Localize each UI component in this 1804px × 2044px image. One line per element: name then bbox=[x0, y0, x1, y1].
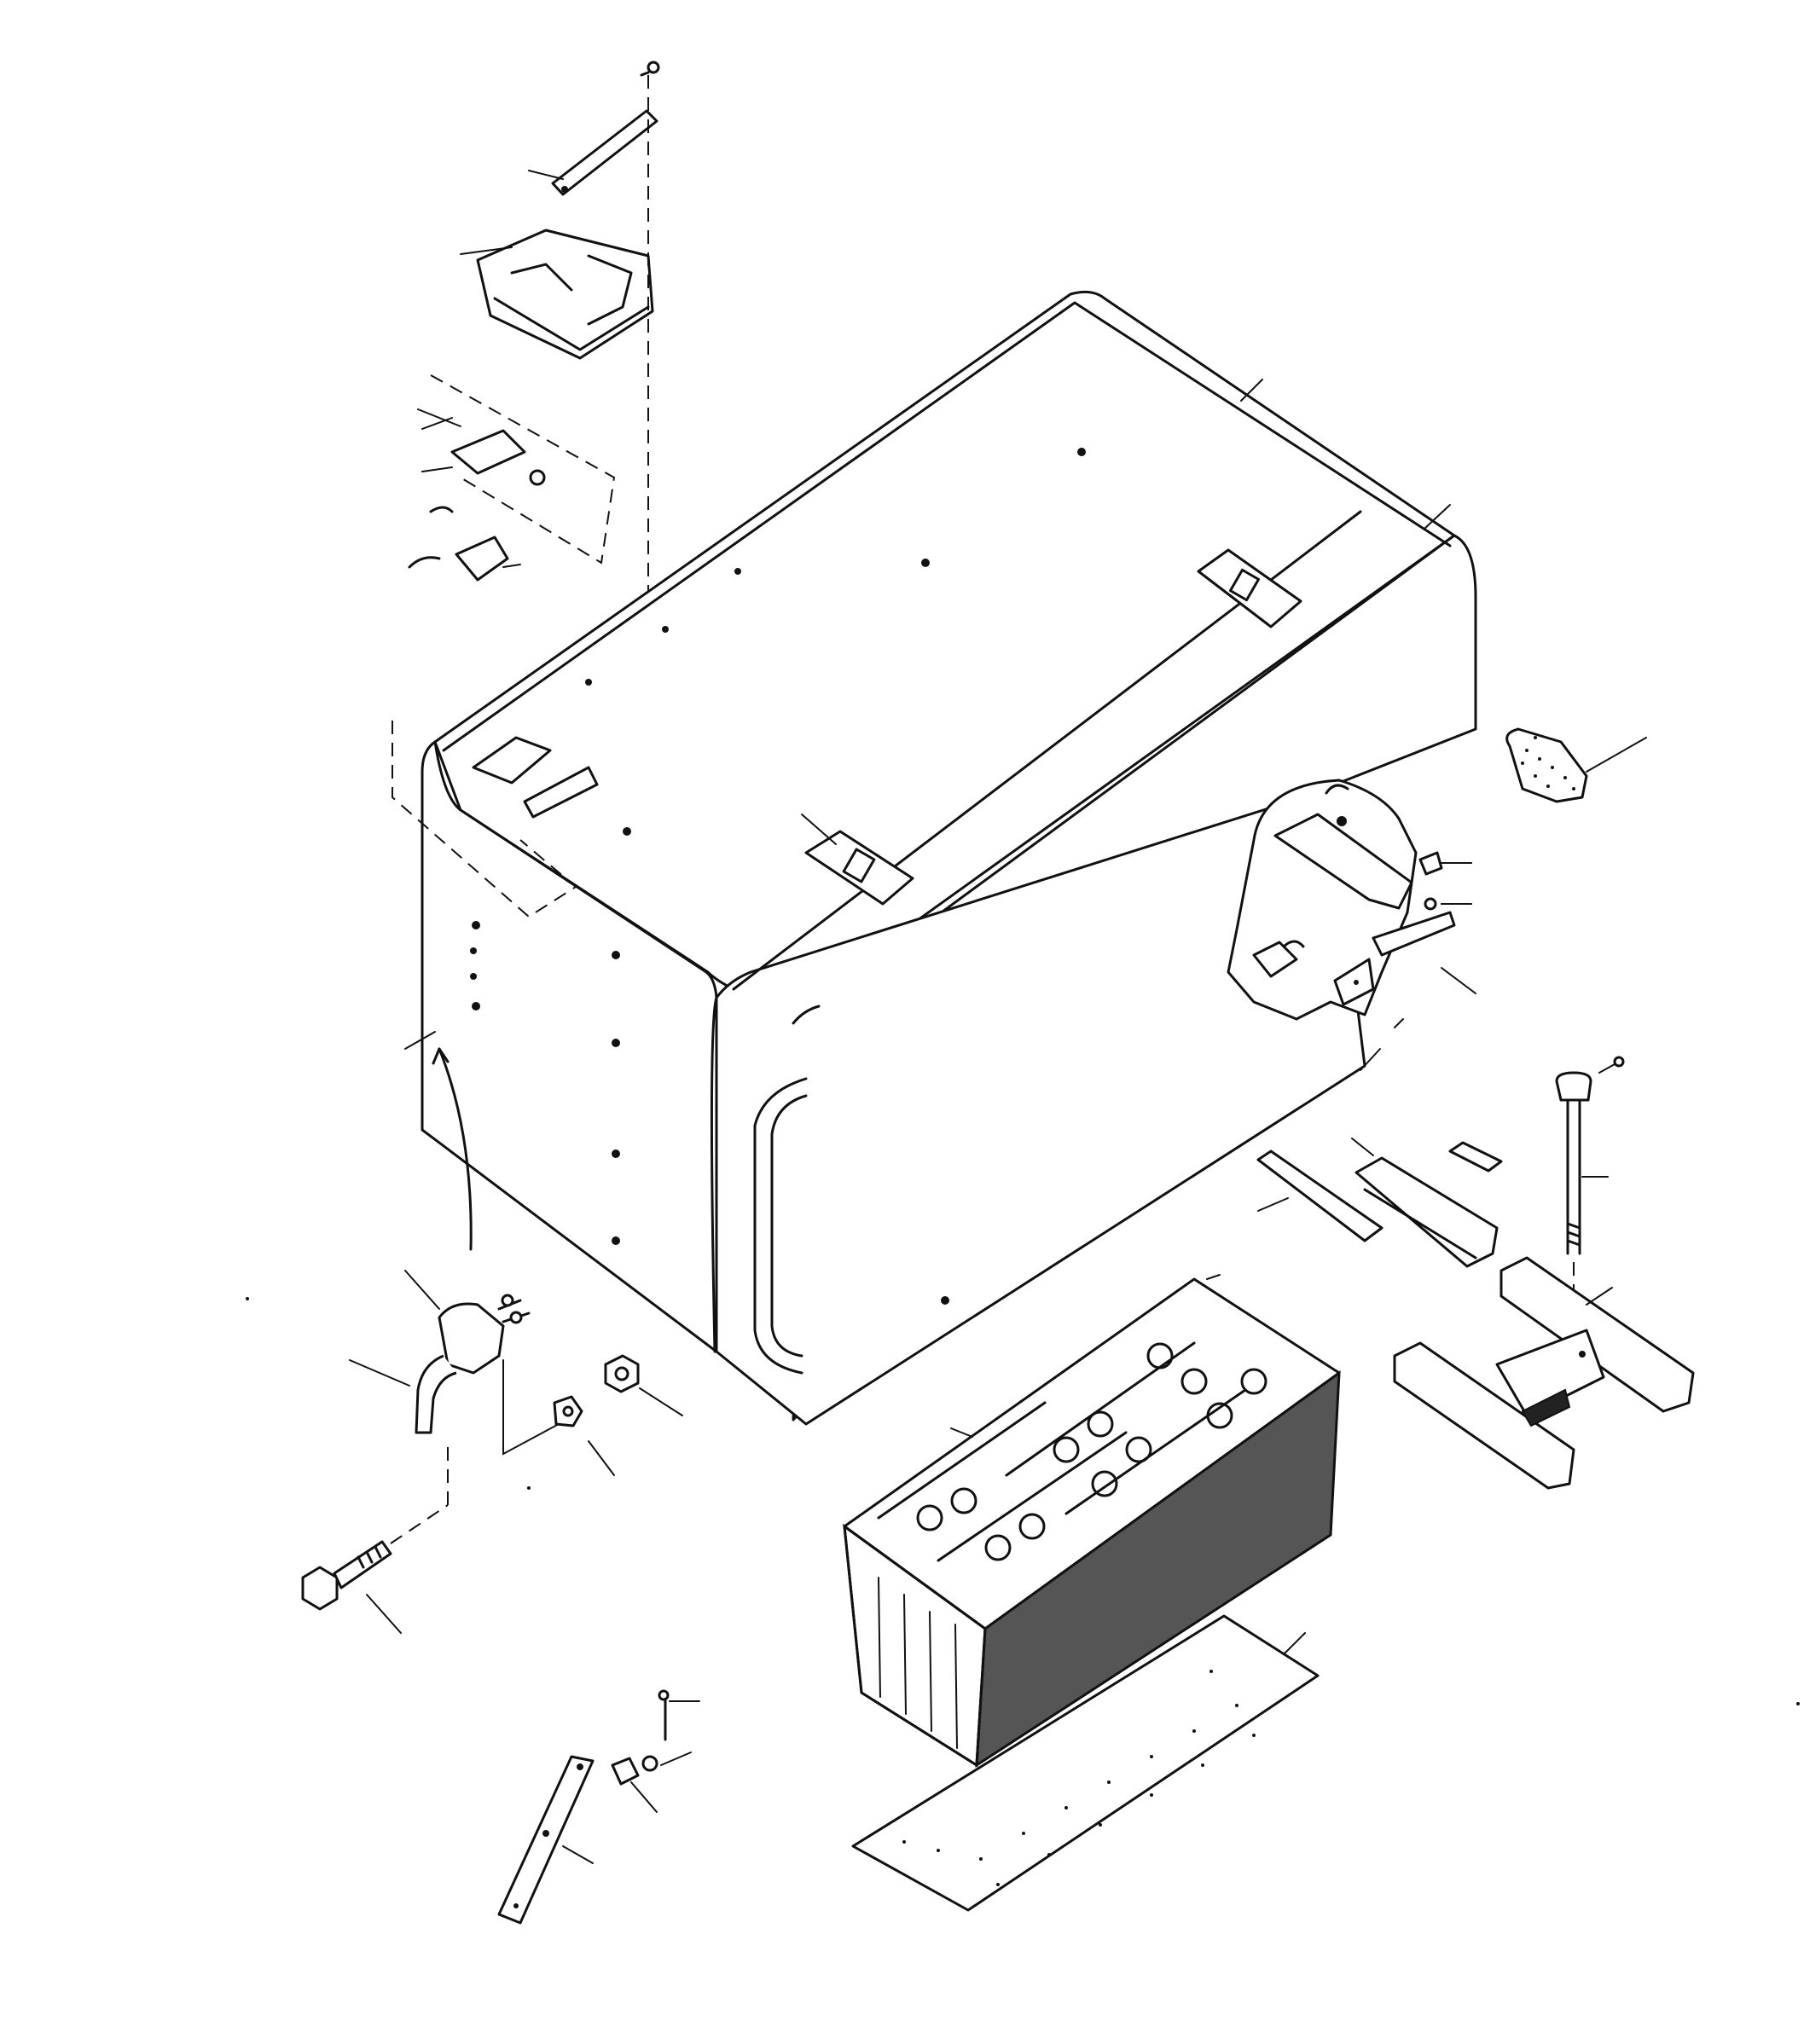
battery-disconnect-switch bbox=[416, 1295, 529, 1433]
cover-hinge-rear bbox=[1198, 550, 1301, 627]
mounting-bolt bbox=[303, 1542, 391, 1609]
bolt-small-right bbox=[1420, 853, 1471, 909]
clip-small bbox=[1450, 1143, 1501, 1171]
battery-mat bbox=[853, 1616, 1318, 1910]
rubber-bumper bbox=[1507, 729, 1586, 802]
latch-assembly-group bbox=[409, 375, 614, 580]
switch-cable bbox=[439, 1049, 471, 1249]
latch-plate bbox=[478, 230, 653, 358]
support-channel bbox=[1356, 1158, 1497, 1266]
hold-down-bar bbox=[1258, 1151, 1382, 1241]
cover-cutaway-bracket bbox=[1228, 780, 1454, 1019]
hex-nut bbox=[606, 1356, 638, 1392]
callout-leaders bbox=[350, 171, 1646, 1863]
cross-bracket bbox=[1395, 1258, 1693, 1488]
cotter-pin-top bbox=[641, 62, 658, 75]
battery-caps bbox=[918, 1344, 1266, 1560]
latch-rod-top bbox=[553, 111, 657, 194]
hold-down-strap bbox=[499, 1757, 593, 1923]
cotter-pin-bottom bbox=[659, 1691, 668, 1740]
bushing bbox=[612, 1757, 657, 1784]
lock-nut bbox=[554, 1397, 582, 1426]
battery bbox=[844, 1279, 1339, 1765]
cotter-pin-right bbox=[1599, 1057, 1623, 1073]
